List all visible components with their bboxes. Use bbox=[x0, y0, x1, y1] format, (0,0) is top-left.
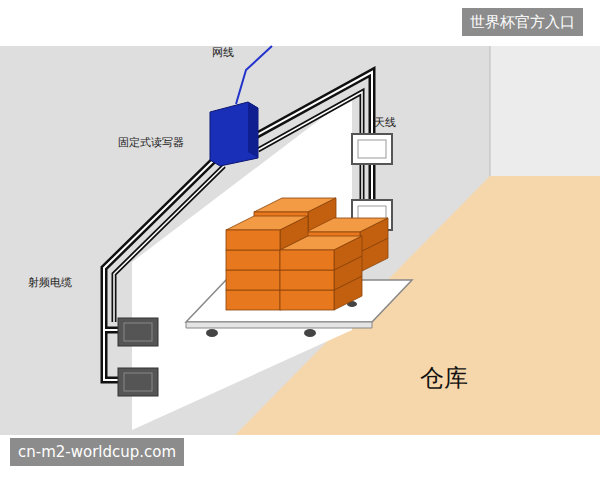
wall-corner bbox=[490, 46, 491, 176]
cargo-boxes bbox=[226, 198, 388, 310]
part-label: 固定式读写器 bbox=[118, 136, 184, 149]
box-front bbox=[226, 290, 280, 310]
antenna-face bbox=[124, 373, 152, 391]
wheel bbox=[304, 329, 316, 337]
watermark: 世界杯官方入口 bbox=[462, 8, 583, 36]
box-front bbox=[280, 250, 334, 270]
antenna-face bbox=[358, 140, 386, 158]
side-wall bbox=[490, 46, 600, 176]
rf-cable-outer bbox=[258, 92, 362, 205]
antenna bbox=[118, 368, 158, 396]
antenna bbox=[352, 134, 392, 164]
box-front bbox=[226, 250, 280, 270]
cart-edge bbox=[186, 322, 372, 328]
watermark: cn-m2-worldcup.com bbox=[10, 438, 184, 466]
cargo-box bbox=[280, 236, 362, 270]
wheel bbox=[206, 329, 218, 337]
part-label: 网线 bbox=[212, 46, 234, 59]
part-label: 射频电缆 bbox=[28, 276, 72, 289]
reader-side bbox=[248, 102, 258, 158]
antenna bbox=[118, 318, 158, 346]
antenna-face bbox=[124, 323, 152, 341]
fixed-reader bbox=[210, 102, 258, 166]
box-front bbox=[226, 230, 280, 250]
antennas bbox=[118, 134, 392, 396]
reader-body bbox=[210, 102, 258, 166]
floor bbox=[235, 176, 600, 435]
box-front bbox=[280, 290, 334, 310]
part-label: 天线 bbox=[374, 116, 396, 129]
box-front bbox=[226, 270, 280, 290]
rf-cable-inner bbox=[258, 92, 362, 205]
network-cable bbox=[236, 46, 272, 104]
area-label: 仓库 bbox=[420, 364, 468, 393]
box-front bbox=[280, 270, 334, 290]
back-wall bbox=[0, 46, 600, 435]
box-side bbox=[360, 218, 388, 252]
box-side bbox=[334, 236, 362, 270]
